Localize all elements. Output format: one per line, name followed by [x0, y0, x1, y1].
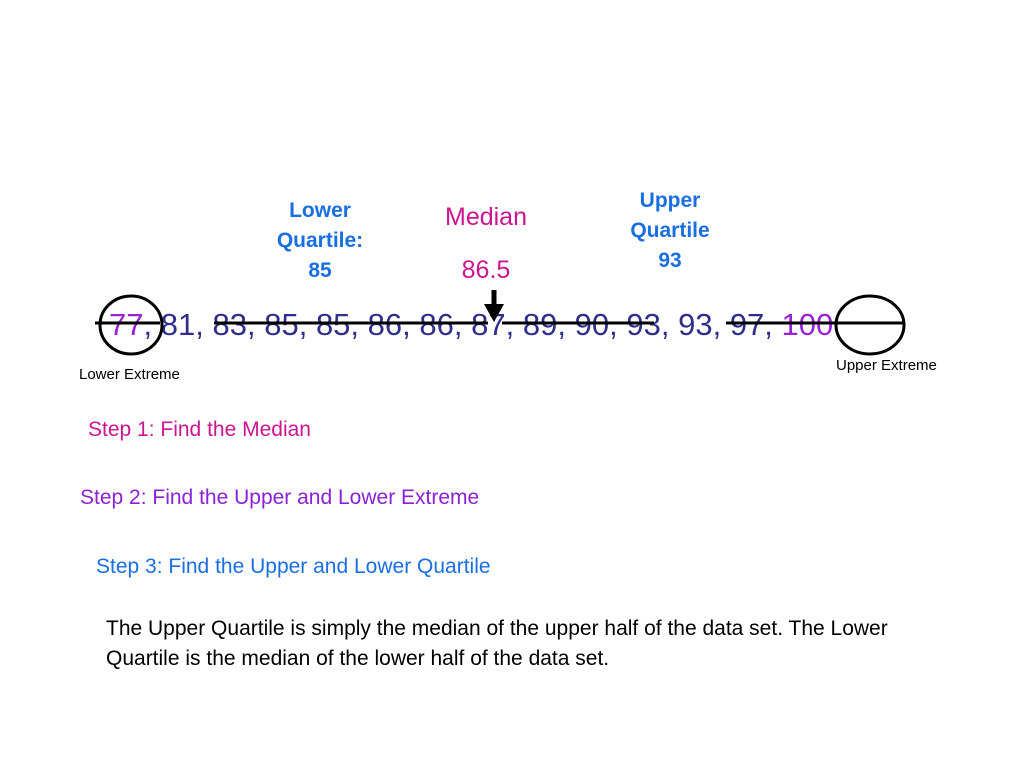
data-value-lower-extreme: 77 — [109, 307, 144, 342]
data-set-line: 77, 81, 83, 85, 85, 86, 86, 87, 89, 90, … — [109, 305, 833, 345]
lower-extreme-label: Lower Extreme — [79, 366, 180, 383]
step-3-text: Step 3: Find the Upper and Lower Quartil… — [96, 555, 491, 578]
data-value: 83 — [212, 307, 247, 342]
data-separator: , — [609, 307, 618, 342]
upper-quartile-label: Upper Quartile 93 — [606, 186, 734, 276]
data-separator: , — [557, 307, 566, 342]
lower-quartile-value: 85 — [308, 259, 332, 282]
data-separator: , — [143, 307, 153, 342]
upper-quartile-line-1: Upper — [639, 189, 701, 212]
data-value-upper-quartile: 93 — [626, 307, 661, 342]
data-separator: , — [453, 307, 463, 342]
data-separator: , — [660, 307, 670, 342]
data-value: 86 — [367, 307, 403, 342]
data-separator: , — [402, 307, 411, 342]
explanation-paragraph: The Upper Quartile is simply the median … — [106, 617, 888, 670]
data-separator: , — [246, 307, 256, 342]
lower-quartile-line-1: Lower — [289, 199, 351, 222]
data-separator: , — [505, 307, 515, 342]
data-value: 97 — [729, 307, 765, 342]
upper-extreme-label: Upper Extreme — [836, 357, 937, 374]
data-value: 85 — [315, 307, 351, 342]
data-value: 81 — [160, 307, 196, 342]
data-value: 89 — [522, 307, 558, 342]
upper-quartile-line-2: Quartile — [630, 219, 710, 242]
circle-upper-extreme — [834, 294, 906, 356]
median-title: Median — [445, 203, 527, 231]
median-value: 86.5 — [461, 256, 511, 284]
data-value-lower-quartile: 85 — [264, 307, 299, 342]
data-separator: , — [195, 307, 204, 342]
data-value: 86 — [419, 307, 454, 342]
data-value: 90 — [574, 307, 610, 342]
data-separator: , — [712, 307, 722, 342]
data-value: 93 — [678, 307, 713, 342]
step-1-text: Step 1: Find the Median — [88, 418, 311, 441]
data-separator: , — [298, 307, 308, 342]
data-value-upper-extreme: 100 — [781, 307, 834, 342]
upper-quartile-value: 93 — [658, 249, 682, 272]
step-2-text: Step 2: Find the Upper and Lower Extreme — [80, 486, 480, 509]
data-separator: , — [764, 307, 773, 342]
data-value: 87 — [471, 307, 506, 342]
data-separator: , — [350, 307, 360, 342]
lower-quartile-label: Lower Quartile: 85 — [256, 196, 384, 286]
lower-quartile-line-2: Quartile: — [276, 229, 364, 252]
